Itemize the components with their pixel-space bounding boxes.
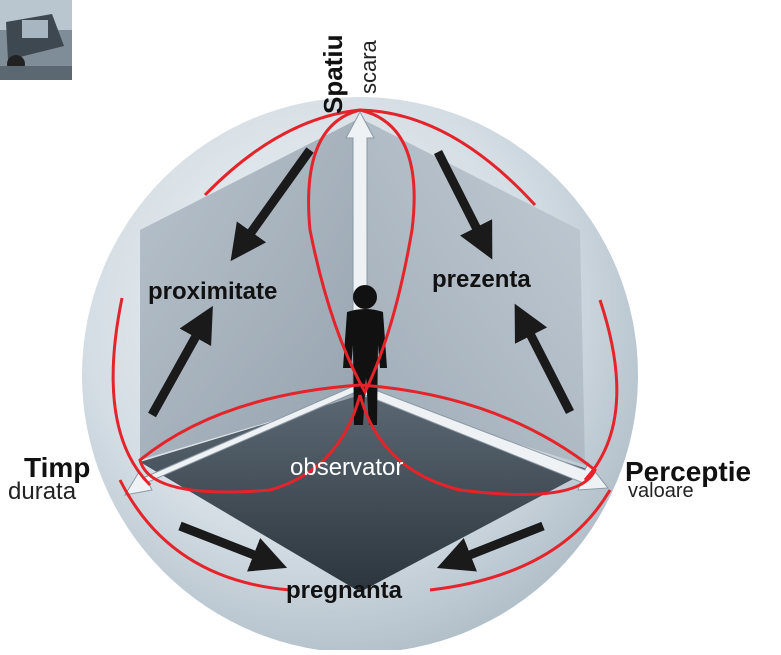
arrow-to-proximitate-bottom <box>148 305 213 418</box>
space-axis-sublabel: scara <box>356 40 381 94</box>
time-axis-label: Timp <box>24 452 91 483</box>
pregnanta-label: pregnanta <box>286 577 403 604</box>
floor <box>140 395 590 592</box>
perception-axis-label: Perceptie <box>625 456 752 487</box>
flow-arrows <box>148 147 575 572</box>
observator-label: observator <box>290 454 404 481</box>
perception-axis-sublabel: valoare <box>628 480 694 502</box>
arrow-to-prezenta-bottom <box>514 303 575 415</box>
space-axis-label: Spatiu <box>318 34 348 114</box>
photo-thumbnail-icon <box>0 0 72 80</box>
person-silhouette-icon <box>343 285 387 425</box>
time-axis-sublabel: durata <box>8 478 77 505</box>
right-wall <box>360 118 585 465</box>
red-loops <box>111 108 619 592</box>
proximitate-label: proximitate <box>148 278 278 305</box>
perception-axis <box>359 384 609 491</box>
left-wall <box>140 118 360 460</box>
arrow-to-pregnanta-left <box>178 521 288 572</box>
arrow-to-pregnanta-right <box>436 521 545 572</box>
arrow-to-prezenta-top <box>433 149 493 260</box>
prezenta-label: prezenta <box>432 266 531 293</box>
arrow-to-proximitate-top <box>230 147 314 262</box>
